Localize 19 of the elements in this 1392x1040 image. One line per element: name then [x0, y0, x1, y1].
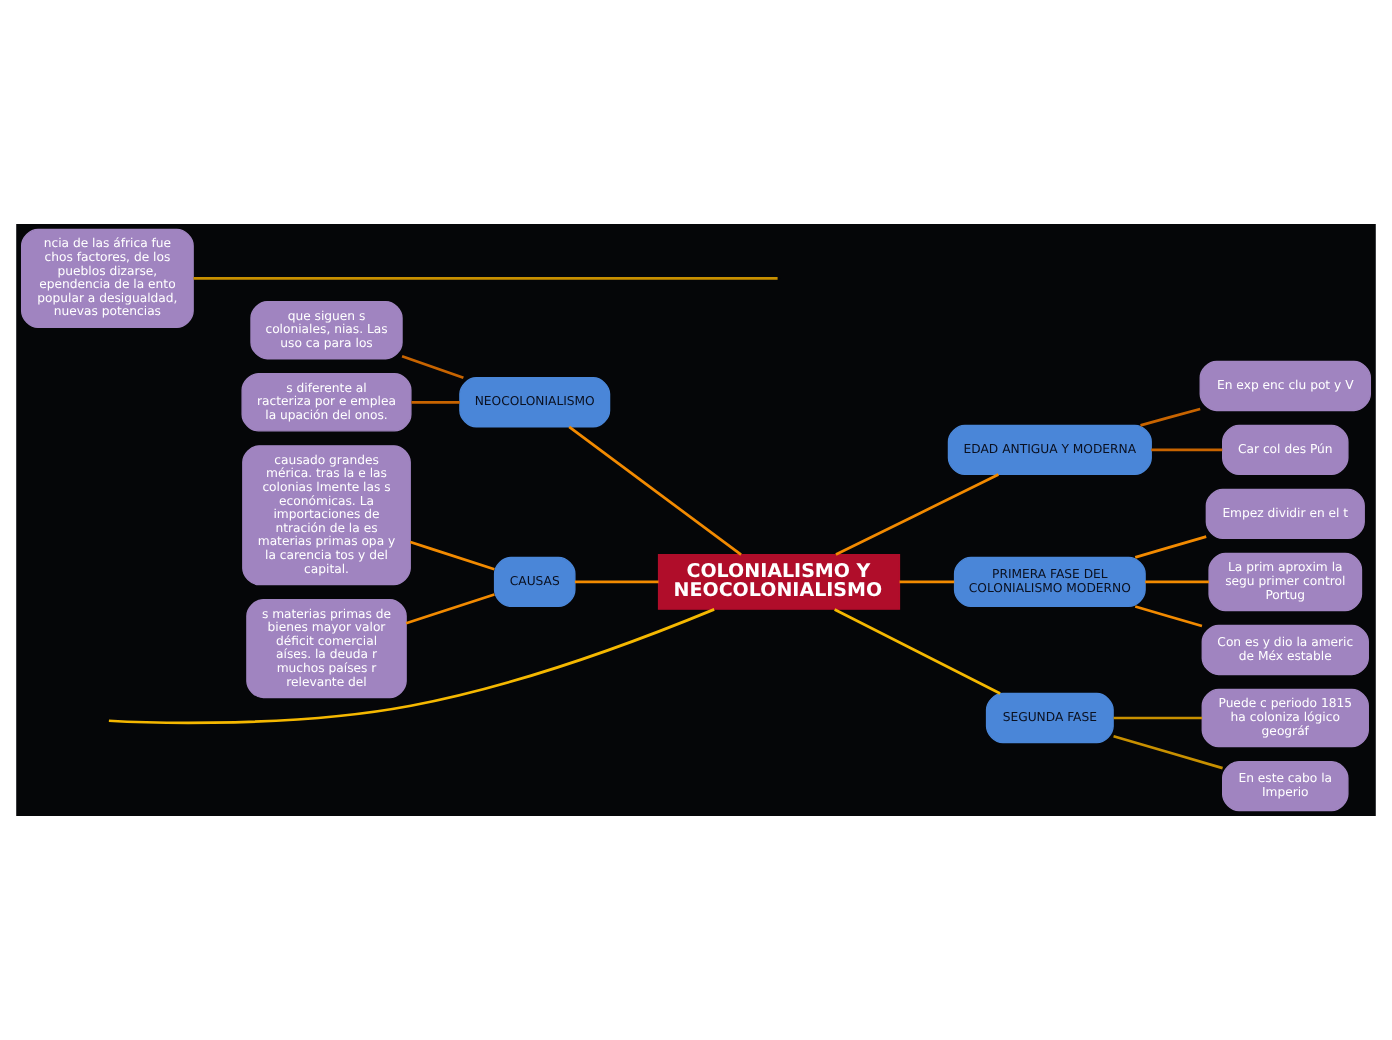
connector — [1145, 580, 1209, 584]
connector — [568, 425, 742, 556]
connector — [409, 540, 495, 571]
connector — [108, 608, 715, 725]
connector — [411, 400, 460, 404]
connector — [1113, 716, 1203, 720]
node-box: COLONIALISMO Y NEOCOLONIALISMO — [657, 554, 901, 610]
connector — [405, 593, 495, 625]
connector — [834, 608, 1001, 695]
connector — [1134, 535, 1207, 559]
connector — [1134, 605, 1203, 628]
connector — [835, 473, 1000, 556]
connector — [899, 580, 955, 584]
connector — [401, 354, 464, 379]
connector — [1140, 407, 1201, 427]
connector — [1113, 734, 1223, 770]
connector — [1151, 448, 1223, 452]
connector — [574, 580, 659, 584]
connector — [193, 277, 778, 280]
